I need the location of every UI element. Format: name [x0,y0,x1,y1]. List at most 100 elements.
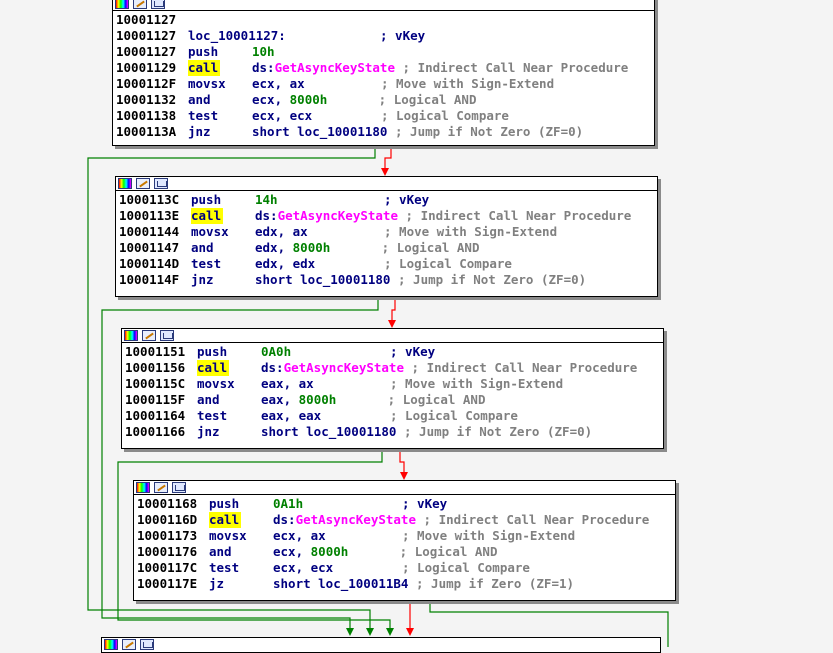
mnemonic: movsx [197,376,235,391]
mnemonic: and [197,392,220,407]
mnemonic: test [209,560,240,575]
false-edge [391,297,396,320]
edit-text-icon[interactable] [154,482,168,493]
address: 1000113E [119,208,180,223]
operand: ecx, ax [252,76,305,91]
api-name[interactable]: GetAsyncKeyState [277,208,398,223]
mnemonic: and [188,92,211,107]
mnemonic: movsx [191,224,229,239]
comment: ; Logical AND [381,240,480,255]
location-label[interactable]: loc_10001127: [188,28,286,43]
code-block-next[interactable] [101,637,661,653]
graph-overview-icon[interactable] [151,0,165,9]
comment: ; Jump if Not Zero (ZF=0) [404,424,593,439]
address: 10001127 [116,28,177,43]
mnemonic: call [191,208,223,224]
address: 10001176 [137,544,198,559]
edit-text-icon[interactable] [142,330,156,341]
mnemonic: call [209,512,241,528]
operand: ecx, ecx [273,560,334,575]
operand-number: 8000h [310,544,349,559]
graph-overview-icon[interactable] [154,178,168,189]
block-header [116,177,657,191]
edit-text-icon[interactable] [136,178,150,189]
color-palette-icon[interactable] [104,639,118,650]
code-line[interactable]: 10001129 call ds:GetAsyncKeyState ; Indire… [116,60,654,76]
operand-segment: ds: [252,60,275,75]
color-palette-icon[interactable] [118,178,132,189]
operand: eax, eax [261,408,322,423]
edit-text-icon[interactable] [122,639,136,650]
mnemonic: jnz [191,272,214,287]
operand: eax, [261,392,299,407]
mnemonic: push [209,496,240,511]
graph-overview-icon[interactable] [172,482,186,493]
graph-overview-icon[interactable] [140,639,154,650]
graph-overview-icon[interactable] [160,330,174,341]
block-header [113,0,654,11]
arrowhead [346,628,354,636]
api-name[interactable]: GetAsyncKeyState [283,360,404,375]
comment: ; Jump if Not Zero (ZF=0) [398,272,587,287]
mnemonic: test [188,108,219,123]
color-palette-icon[interactable] [115,0,129,9]
jump-target[interactable]: short loc_10001180 [261,424,397,439]
address: 10001151 [125,344,186,359]
comment: ; Logical AND [399,544,498,559]
code-line[interactable]: 10001127 [116,12,654,28]
color-palette-icon[interactable] [136,482,150,493]
address: 1000117E [137,576,198,591]
operand-number: 0A0h [261,344,292,359]
address: 10001129 [116,60,177,75]
arrowhead [400,472,408,480]
comment: ; Move with Sign-Extend [381,76,555,91]
jump-target[interactable]: short loc_10001180 [252,124,388,139]
operand-number: 8000h [298,392,337,407]
api-name[interactable]: GetAsyncKeyState [274,60,395,75]
mnemonic: call [188,60,220,76]
address: 1000112F [116,76,177,91]
color-palette-icon[interactable] [124,330,138,341]
api-name[interactable]: GetAsyncKeyState [295,512,416,527]
mnemonic: jnz [197,424,220,439]
address: 1000113C [119,192,180,207]
jump-target[interactable]: short loc_10001180 [255,272,391,287]
comment: ; vKey [384,192,430,207]
operand-number: 8000h [289,92,328,107]
operand-segment: ds: [273,512,296,527]
jump-target[interactable]: short loc_100011B4 [273,576,409,591]
mnemonic: jz [209,576,225,591]
address: 10001144 [119,224,180,239]
edit-text-icon[interactable] [133,0,147,9]
comment: ; Indirect Call Near Procedure [402,60,629,75]
comment: ; Logical Compare [381,108,509,123]
